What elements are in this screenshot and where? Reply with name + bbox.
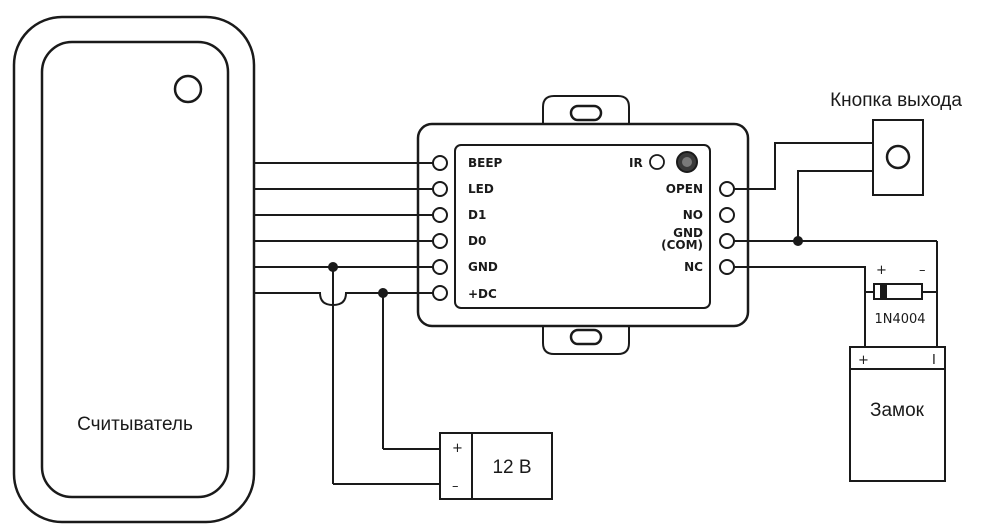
- diode-cathode-band: [880, 284, 887, 299]
- controller-body: [416, 122, 750, 328]
- lock-plus: +: [858, 353, 869, 368]
- power-supply-plus: +: [452, 441, 463, 456]
- power-supply: + – 12 В: [439, 432, 553, 500]
- reader-outer-body: [12, 15, 256, 524]
- reader: Считыватель: [12, 15, 256, 524]
- controller-mount-hole-bottom: [569, 328, 603, 346]
- lock-label: Замок: [870, 400, 925, 421]
- terminal-label-gnd-left: GND: [468, 260, 498, 274]
- power-supply-terminals: [439, 432, 473, 500]
- ir-label: IR: [629, 156, 643, 170]
- terminal-label-d1: D1: [468, 208, 486, 222]
- terminal-label-d0: D0: [468, 234, 486, 248]
- terminal-label-com: (COM): [661, 238, 703, 252]
- controller-mount-hole-top: [569, 104, 603, 122]
- diode-label: 1N4004: [874, 312, 925, 327]
- terminal-label-beep: BEEP: [468, 156, 503, 170]
- wire-open-to-button: [734, 142, 873, 190]
- controller: BEEP LED D1 D0 GND +DC IR OPEN NO GND (C…: [416, 95, 750, 355]
- terminal-no: [719, 207, 735, 223]
- terminal-d0: [432, 233, 448, 249]
- reader-label: Считыватель: [77, 414, 193, 435]
- junction-com: [793, 236, 803, 246]
- exit-button-label: Кнопка выхода: [830, 90, 962, 111]
- lock: + I Замок: [849, 346, 946, 482]
- diode: + – 1N4004: [865, 263, 937, 327]
- exit-button: Кнопка выхода: [734, 90, 962, 241]
- lock-wiring: [734, 236, 938, 347]
- power-supply-label: 12 В: [492, 457, 531, 478]
- reader-inner-panel: [40, 40, 230, 499]
- terminal-gnd-left: [432, 259, 448, 275]
- reader-cable: [254, 162, 440, 485]
- terminal-gnd-com: [719, 233, 735, 249]
- terminal-label-led: LED: [468, 182, 494, 196]
- exit-button-knob: [885, 144, 911, 170]
- power-supply-body: [471, 432, 553, 500]
- wire-nc: [734, 266, 866, 347]
- controller-label-panel: [454, 144, 711, 309]
- terminal-label-nc: NC: [684, 260, 703, 274]
- lock-minus: I: [932, 353, 936, 368]
- terminal-label-gnd-right: GND: [673, 226, 703, 240]
- terminal-d1: [432, 207, 448, 223]
- terminal-label-open: OPEN: [666, 182, 703, 196]
- terminal-label-dc: +DC: [468, 287, 497, 301]
- terminal-label-no: NO: [683, 208, 703, 222]
- terminal-beep: [432, 155, 448, 171]
- wire-gnd-to-button: [797, 170, 873, 241]
- terminal-nc: [719, 259, 735, 275]
- reader-led-indicator: [173, 74, 203, 104]
- power-supply-minus: –: [452, 479, 459, 494]
- terminal-led: [432, 181, 448, 197]
- diode-plus: +: [876, 263, 887, 278]
- terminal-open: [719, 181, 735, 197]
- lock-body: [849, 368, 946, 482]
- terminal-dc: [432, 285, 448, 301]
- controller-mount-ear-bottom: [542, 326, 630, 355]
- program-button-center: [682, 157, 692, 167]
- diode-minus: –: [919, 263, 926, 278]
- ir-sensor: [649, 154, 665, 170]
- wire-dc: [254, 292, 433, 307]
- controller-mount-ear-top: [542, 95, 630, 124]
